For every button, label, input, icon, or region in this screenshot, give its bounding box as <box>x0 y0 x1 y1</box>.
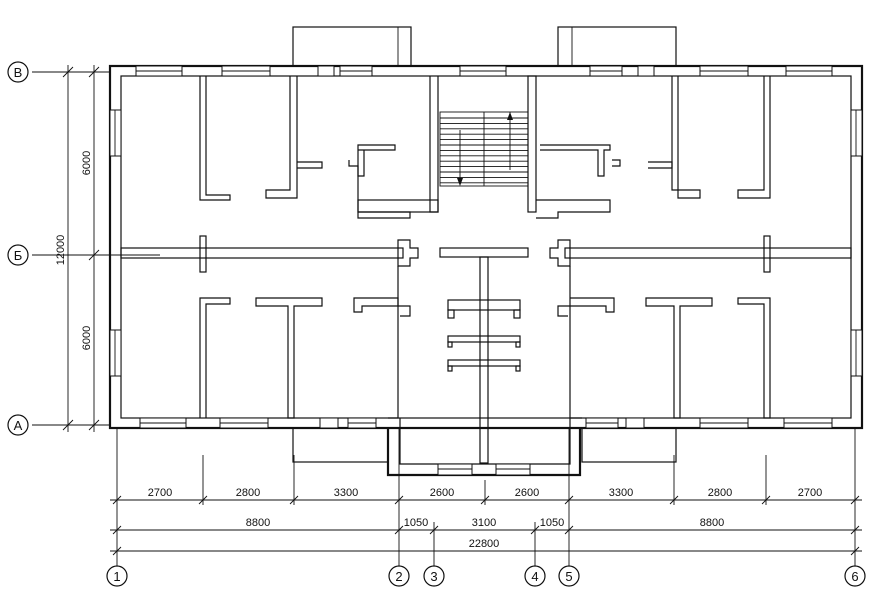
corridor-walls <box>120 235 852 273</box>
apartment-top-right <box>536 76 771 219</box>
dim-segment: 2800 <box>708 487 732 499</box>
dimension-tick <box>564 495 574 505</box>
dim-segment: 2700 <box>798 487 822 499</box>
apartment-bottom-left <box>199 266 411 419</box>
column-axis-label: 1 <box>113 569 120 584</box>
column-axis-3: 3 <box>423 565 445 587</box>
dimension-tick <box>669 495 679 505</box>
dimension-tick <box>530 525 540 535</box>
vertical-dimensions: 12000 6000 6000 <box>32 65 160 432</box>
column-axes: 1 2 3 4 5 6 <box>106 565 866 587</box>
dimension-tick <box>198 495 208 505</box>
column-axis-label: 5 <box>565 569 572 584</box>
dimension-tick <box>112 525 122 535</box>
column-axis-5: 5 <box>558 565 580 587</box>
dimension-tick <box>429 525 439 535</box>
column-axis-label: 6 <box>851 569 858 584</box>
dim-segment: 3300 <box>334 487 358 499</box>
row-axes: В Б А <box>7 61 29 436</box>
windows <box>109 65 863 476</box>
dimension-tick <box>850 495 860 505</box>
dim-segment: 2800 <box>236 487 260 499</box>
dim-segment: 3300 <box>609 487 633 499</box>
dimension-tick <box>480 495 490 505</box>
dim-segment: 1050 <box>540 517 564 529</box>
row-axis-label: Б <box>14 248 23 263</box>
dimension-tick <box>112 495 122 505</box>
dimension-tick <box>761 495 771 505</box>
column-axis-label: 2 <box>395 569 402 584</box>
column-axis-label: 4 <box>531 569 538 584</box>
apartment-bottom-right <box>557 266 771 419</box>
exterior-walls <box>108 26 864 477</box>
dimension-tick <box>394 525 404 535</box>
column-axis-1: 1 <box>106 565 128 587</box>
dim-vertical-bottom: 6000 <box>81 326 93 350</box>
row-axis-v: В <box>7 61 29 83</box>
column-axis-4: 4 <box>524 565 546 587</box>
dim-total: 22800 <box>469 538 500 550</box>
horizontal-dimensions: 2700 2800 3300 2600 2600 3300 2800 2700 … <box>110 428 862 566</box>
dim-segment: 8800 <box>700 517 724 529</box>
dimension-tick <box>289 495 299 505</box>
column-axis-2: 2 <box>388 565 410 587</box>
dim-segment: 1050 <box>404 517 428 529</box>
dim-segment: 2600 <box>430 487 454 499</box>
row-axis-b: Б <box>7 244 29 266</box>
dimension-tick <box>112 546 122 556</box>
apartment-top-left <box>199 76 439 219</box>
dim-segment: 2700 <box>148 487 172 499</box>
staircase <box>439 75 537 213</box>
dim-vertical-top: 6000 <box>81 151 93 175</box>
column-axis-label: 3 <box>430 569 437 584</box>
column-axis-6: 6 <box>844 565 866 587</box>
dimension-tick <box>850 546 860 556</box>
entrance-hall <box>447 256 521 464</box>
row-axis-label: А <box>14 418 23 433</box>
dim-segment: 2600 <box>515 487 539 499</box>
row-axis-a: А <box>7 414 29 436</box>
dim-vertical-total: 12000 <box>55 235 67 266</box>
dim-segment: 3100 <box>472 517 496 529</box>
dimension-tick <box>564 525 574 535</box>
dim-segment: 8800 <box>246 517 270 529</box>
row-axis-label: В <box>14 65 23 80</box>
dimension-tick <box>394 495 404 505</box>
dimension-tick <box>850 525 860 535</box>
